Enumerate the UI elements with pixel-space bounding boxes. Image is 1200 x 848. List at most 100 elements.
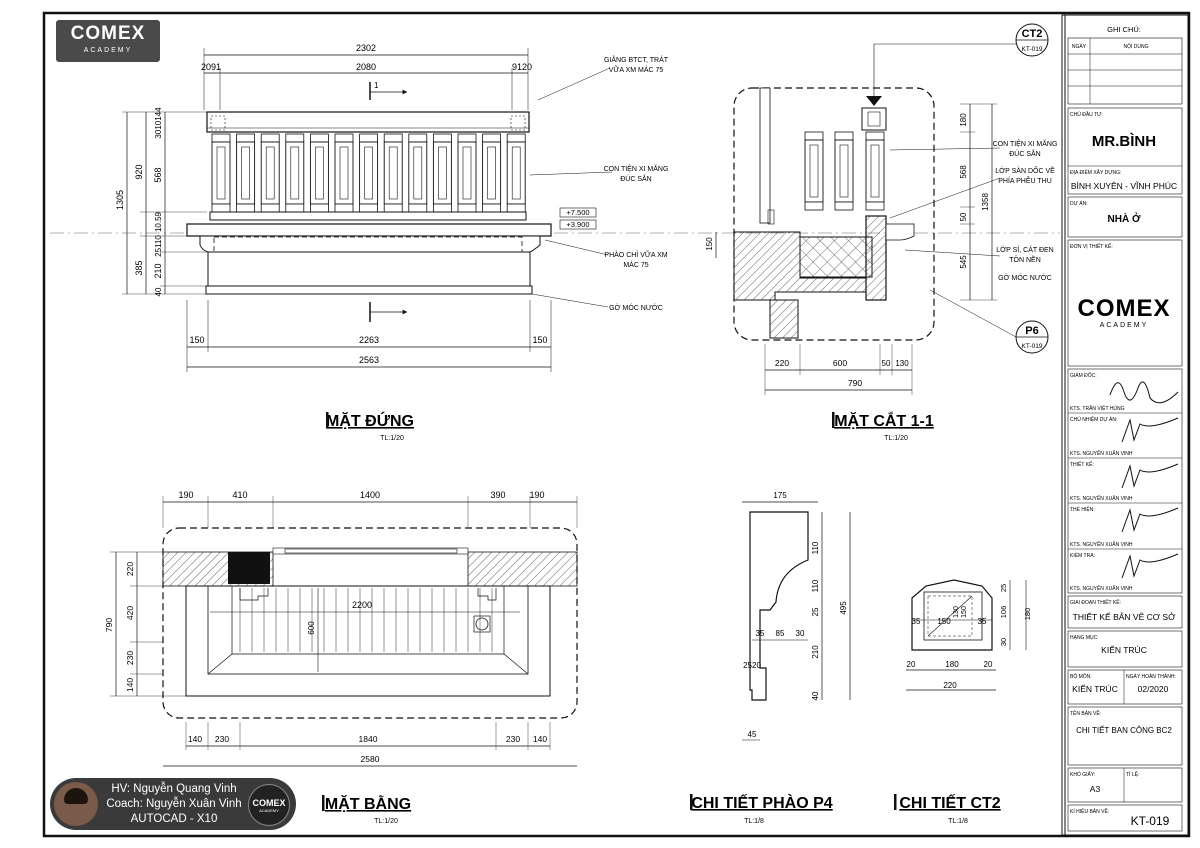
dim-p4-25: 25 <box>811 607 820 616</box>
tb-drawing: CHI TIẾT BAN CÔNG BC2 <box>1076 725 1172 735</box>
scale-ct2: TL:1/8 <box>948 818 968 825</box>
dim-elev-40: 40 <box>154 287 163 296</box>
tb-project-label: DỰ ÁN: <box>1070 200 1088 207</box>
section-mark-top: 1 <box>374 81 379 90</box>
tb-date-label: NGÀY HOÀN THÀNH: <box>1126 673 1176 680</box>
dim-p4-2520: 2520 <box>743 661 761 670</box>
mini-logo-main: COMEX <box>252 798 286 808</box>
note-elev-molding-2: MÁC 75 <box>623 260 648 269</box>
comex-logo: COMEX ACADEMY <box>56 20 160 62</box>
dim-p4-85: 85 <box>776 629 785 638</box>
dim-ct2-30: 30 <box>999 638 1008 646</box>
note-elev-beam-1: GIẰNG BTCT, TRÁT <box>604 55 669 64</box>
elevation-view: 2302 2091 2080 9120 1 +7.500 +3.900 <box>115 43 669 442</box>
title-plan: MẶT BẰNG <box>325 794 411 813</box>
dim-p4-35: 35 <box>756 629 765 638</box>
dim-ct2-20a: 20 <box>907 660 916 669</box>
dim-plan-220: 220 <box>125 562 135 576</box>
dim-plan-410: 410 <box>232 490 247 500</box>
dim-ct2-35a: 35 <box>912 617 921 626</box>
inner-frame <box>1061 14 1189 836</box>
dim-p4-110b: 110 <box>811 579 820 592</box>
dim-p4-110a: 110 <box>811 541 820 554</box>
dim-plan-420: 420 <box>125 606 135 620</box>
title-ct2: CHI TIẾT CT2 <box>899 793 1000 812</box>
baluster <box>334 133 354 213</box>
tag-ct2-code: CT2 <box>1022 28 1043 40</box>
baluster <box>432 133 452 213</box>
note-sec-baluster-2: ĐÚC SẴN <box>1009 149 1041 158</box>
dim-elev-2302: 2302 <box>356 43 376 53</box>
tb-draw-label: THỂ HIỆN: <box>1070 505 1095 513</box>
tb-owner-label: CHỦ ĐẦU TƯ: <box>1070 111 1103 118</box>
tb-paper-label: KHỔ GIẤY: <box>1070 771 1095 778</box>
dim-plan-230a: 230 <box>215 734 229 744</box>
tb-location: BÌNH XUYÊN - VĨNH PHÚC <box>1071 181 1177 191</box>
note-elev-baluster-1: CON TIỆN XI MĂNG <box>604 164 669 173</box>
dim-sec-600: 600 <box>833 358 847 368</box>
dim-ct2-20b: 20 <box>984 660 993 669</box>
tb-design-label: THIẾT KẾ: <box>1070 461 1094 468</box>
scale-section: TL:1/20 <box>884 435 908 442</box>
note-elev-beam-2: VỮA XM MÁC 75 <box>609 65 664 74</box>
dim-sec-220: 220 <box>775 358 789 368</box>
tb-check-label: KIỂM TRA: <box>1070 552 1095 559</box>
section-balusters <box>804 131 885 211</box>
tb-project: NHÀ Ở <box>1108 212 1141 225</box>
dim-plan-1840: 1840 <box>359 734 378 744</box>
dim-ct2-180v: 180 <box>1023 608 1032 621</box>
tb-director: KTS. TRẦN VIỆT HÙNG <box>1070 404 1125 412</box>
tb-col-date: NGÀY <box>1072 43 1087 50</box>
dim-plan-790: 790 <box>104 618 114 632</box>
dim-p4-495: 495 <box>839 601 848 615</box>
scale-p4: TL:1/8 <box>744 818 764 825</box>
tb-date: 02/2020 <box>1138 684 1169 694</box>
dim-ct2-35b: 35 <box>978 617 987 626</box>
dim-elev-3010144: 3010144 <box>154 107 163 139</box>
dim-plan-230b: 230 <box>506 734 520 744</box>
dim-ct2-25: 25 <box>999 584 1008 592</box>
dim-plan-2200: 2200 <box>352 600 372 610</box>
dim-sec-50: 50 <box>959 212 968 221</box>
student-badge: HV: Nguyễn Quang Vinh Coach: Nguyễn Xuân… <box>50 778 296 830</box>
tb-director-label: GIÁM ĐỐC: <box>1070 372 1097 379</box>
section-baluster <box>834 131 854 211</box>
note-elev-molding-1: PHÀO CHỈ VỮA XM <box>604 250 667 259</box>
tb-sheet: KT-019 <box>1131 814 1170 828</box>
dim-plan-140b: 140 <box>533 734 547 744</box>
logo-sub: ACADEMY <box>83 47 133 54</box>
baluster <box>383 133 403 213</box>
title-block: GHI CHÚ: NGÀY NỘI DUNG CHỦ ĐẦU TƯ: MR.BÌ… <box>1067 25 1183 832</box>
tb-stage-label: GIAI ĐOẠN THIẾT KẾ: <box>1070 599 1121 606</box>
dim-plan-190a: 190 <box>178 490 193 500</box>
baluster <box>309 133 329 213</box>
note-sec-baluster-1: CON TIỆN XI MĂNG <box>993 139 1058 148</box>
dim-sec-130: 130 <box>895 359 909 368</box>
dim-p4-30: 30 <box>796 629 805 638</box>
student-name: HV: Nguyễn Quang Vinh <box>111 783 237 795</box>
dim-ct2-150v: 150 <box>961 606 968 618</box>
title-p4: CHI TIẾT PHÀO P4 <box>691 793 832 812</box>
dim-plan-600: 600 <box>307 621 316 635</box>
dim-sec-790: 790 <box>848 378 862 388</box>
dim-elev-568: 568 <box>153 167 163 182</box>
dim-ct2-150: 150 <box>937 617 951 626</box>
dim-ct2-106: 106 <box>999 606 1008 619</box>
baluster <box>260 133 280 213</box>
tb-dept: KIẾN TRÚC <box>1072 684 1118 694</box>
tb-design: KTS. NGUYỄN XUÂN VINH <box>1070 495 1133 502</box>
title-section: MẶT CẮT 1-1 <box>834 411 934 430</box>
tb-drawing-label: TÊN BẢN VẼ: <box>1070 709 1101 717</box>
tb-designer-logo: COMEX <box>1077 295 1170 322</box>
dim-elev-2091: 2091 <box>201 62 221 72</box>
tb-notes-head: GHI CHÚ: <box>1107 25 1141 34</box>
tag-p6-code: P6 <box>1025 325 1038 337</box>
note-sec-fill-2: TÔN NỀN <box>1009 254 1041 264</box>
plan-floor-lines <box>239 588 493 652</box>
baluster <box>506 133 526 213</box>
title-elevation: MẶT ĐỨNG <box>326 411 414 430</box>
dim-elev-9120: 9120 <box>512 62 532 72</box>
dim-elev-150b: 150 <box>532 335 547 345</box>
dim-p4-175: 175 <box>773 491 787 500</box>
tb-location-label: ĐỊA ĐIỂM XÂY DỰNG: <box>1070 169 1121 176</box>
